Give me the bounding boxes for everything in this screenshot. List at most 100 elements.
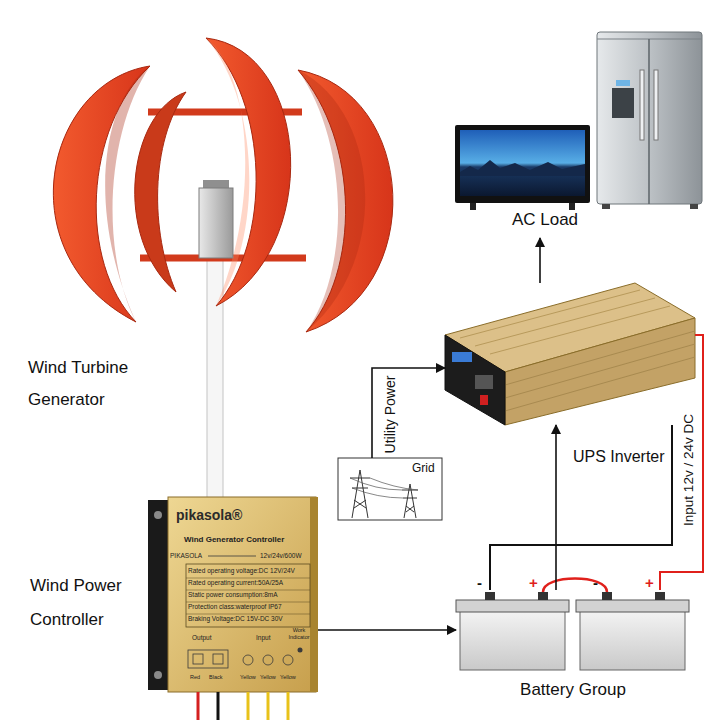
pylon-symbol [350, 470, 370, 518]
spec-row: Rated operating current:50A/25A [188, 579, 283, 587]
spec-row: Rated operating voltage:DC 12V/24V [188, 567, 295, 575]
flow-arrow [318, 629, 456, 631]
power-line [350, 478, 418, 498]
controller-box: Wind Power Controllerpikasola®Wind Gener… [148, 497, 318, 692]
component-label: Wind Power Controller [30, 569, 140, 637]
battery-lid [456, 600, 569, 612]
load-illustration [455, 32, 702, 210]
battery-bank: Battery Group [456, 590, 690, 670]
spec-row: Braking Voltage:DC 15V-DC 30V [188, 615, 283, 623]
load-group: AC Load [452, 30, 704, 238]
output-wire [217, 692, 220, 720]
input-terminal [263, 655, 273, 665]
battery-body [460, 610, 565, 670]
input-wire [287, 692, 290, 720]
fridge-foot [690, 204, 698, 209]
inverter-illustration [445, 283, 695, 425]
connector-label: Input 12v / 24v DC [681, 413, 697, 527]
polarity-sign: + [645, 574, 654, 591]
flow-arrow [372, 368, 445, 458]
inverter-side [505, 318, 695, 425]
grid-box: Grid [338, 458, 442, 520]
input-terminal [283, 655, 293, 665]
fridge-display [616, 80, 630, 86]
terminal-label: Work Indicator [282, 627, 316, 640]
battery-terminal [485, 592, 495, 600]
tv-stand [470, 203, 476, 210]
battery-terminal [602, 592, 612, 600]
grid-label: Grid [412, 461, 435, 475]
component-label: AC Load [490, 210, 600, 230]
spec-table [186, 578, 310, 614]
panel-text: PIKASOLA [170, 552, 202, 560]
inverter-display [452, 352, 472, 362]
polarity-sign: - [477, 574, 482, 591]
indicator-led [298, 648, 303, 653]
flow-arrow [555, 425, 557, 590]
spec-table [186, 564, 310, 627]
battery-illustration [456, 579, 689, 671]
spec-row: Static power consumption:8mA [188, 591, 278, 599]
output-wire [197, 692, 200, 720]
dc-wire [660, 335, 703, 590]
inverter-panel [445, 335, 505, 425]
fridge-handle [640, 70, 644, 140]
dc-wire [490, 425, 672, 590]
controller-illustration [148, 497, 318, 720]
tv-stand [569, 203, 575, 210]
controller-flange [148, 500, 170, 690]
inverter-fins [505, 331, 695, 411]
polarity-sign: - [593, 574, 598, 591]
terminal-label: Input [256, 634, 270, 642]
battery-lid [576, 600, 689, 612]
fridge-dispenser [612, 88, 634, 118]
inverter-socket [475, 375, 493, 389]
controller-edge [310, 497, 318, 692]
brand-logo: pikasola® [176, 507, 242, 524]
output-terminal [213, 654, 223, 664]
wire-label: Red [190, 674, 200, 681]
battery-terminal [655, 592, 665, 600]
flow-arrow [539, 238, 541, 283]
wire-label: Yellow [260, 674, 276, 681]
fridge-foot [602, 204, 610, 209]
component-label: Battery Group [456, 680, 690, 700]
turbine-blade [135, 92, 186, 292]
output-terminal [193, 654, 203, 664]
inverter-switch [480, 395, 488, 405]
controller-body [168, 497, 316, 692]
component-label: Wind Turbine Generator [28, 352, 160, 416]
turbine-blade [298, 70, 365, 332]
wire-label: Yellow [240, 674, 256, 681]
rule-line [208, 556, 256, 557]
grid-frame [338, 458, 442, 520]
fridge-door-split [648, 39, 650, 204]
mount-hole [154, 511, 162, 519]
polarity-sign: + [529, 574, 538, 591]
spec-row: Protection class:waterproof IP67 [188, 603, 282, 611]
component-label-group: Wind Turbine Generator [28, 352, 163, 414]
battery-terminal [538, 592, 548, 600]
panel-title: Wind Generator Controller [184, 535, 284, 545]
input-terminal [243, 655, 253, 665]
input-wire [247, 692, 250, 720]
turbine-blade [206, 38, 249, 306]
turbine-blade [298, 70, 393, 332]
fridge-body [597, 32, 702, 204]
tv-screen [460, 160, 585, 176]
turbine-pole [207, 255, 223, 500]
fridge-handle [654, 70, 658, 140]
wire-label: Yellow [280, 674, 296, 681]
mount-hole [154, 671, 162, 679]
tv-frame [455, 125, 590, 203]
tv-screen [460, 130, 585, 196]
connector-label: Utility Power [382, 374, 399, 454]
terminal-label: Output [192, 634, 212, 642]
battery-body [580, 610, 685, 670]
wire-label: Black [209, 674, 222, 681]
turbine-blade [206, 38, 291, 306]
turbine-illustration [53, 38, 393, 500]
